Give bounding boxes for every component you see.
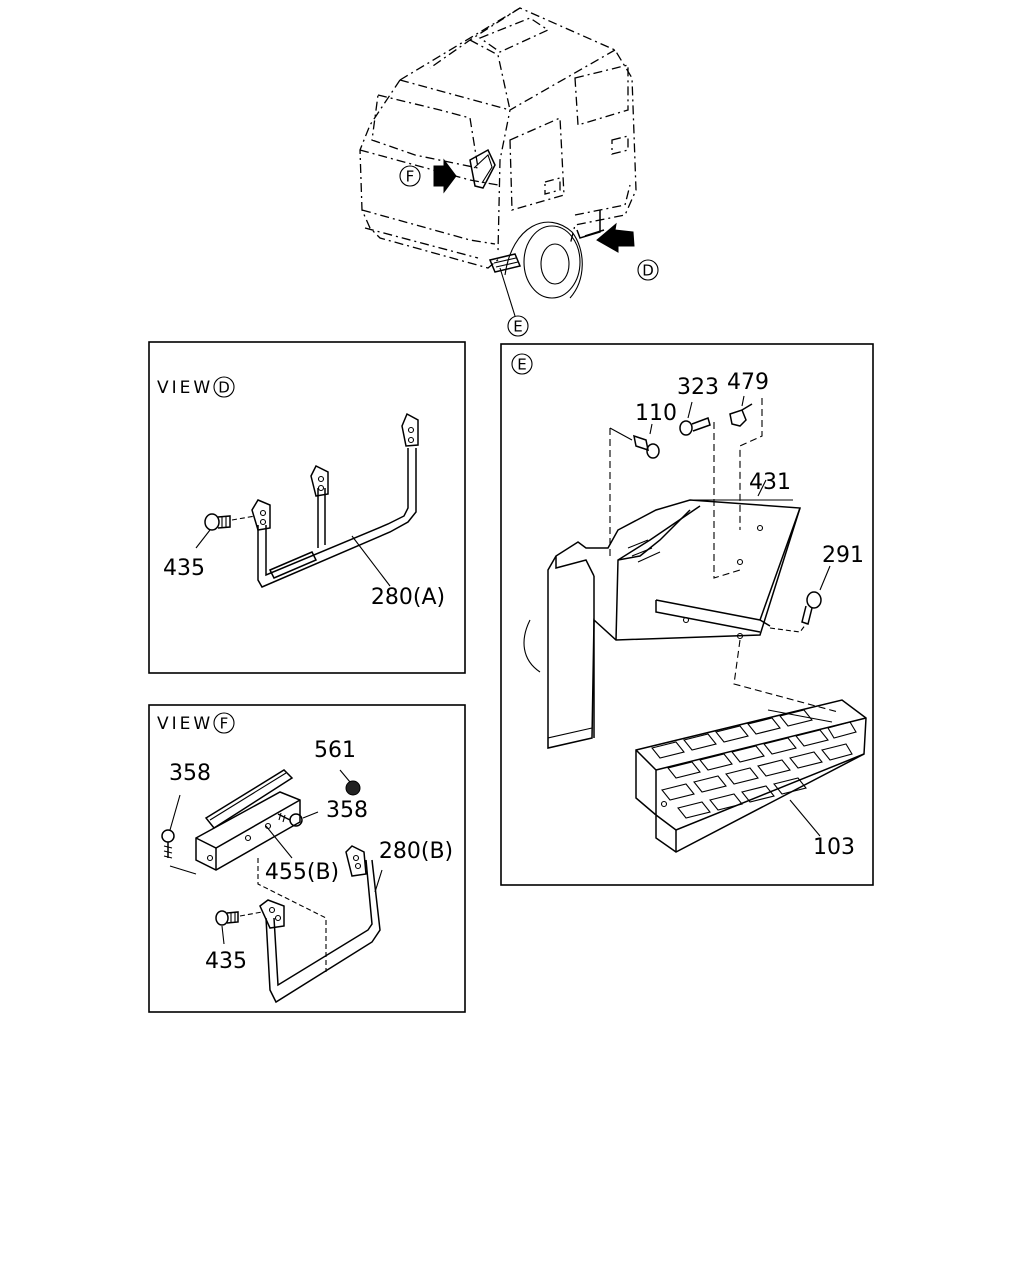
- part-103-step: [635, 699, 867, 853]
- label-358-right: 358: [326, 798, 368, 823]
- label-291: 291: [822, 543, 864, 568]
- label-479: 479: [727, 370, 769, 395]
- label-280b: 280(B): [379, 839, 453, 864]
- part-435-bolt-f: [215, 910, 263, 945]
- part-323-bolt: [679, 401, 711, 436]
- callout-e: E: [513, 318, 522, 336]
- label-110: 110: [635, 401, 677, 426]
- label-358-left: 358: [169, 761, 211, 786]
- view-e-mark: E: [517, 356, 526, 374]
- label-431: 431: [749, 470, 791, 495]
- view-d-title: VIEW: [157, 378, 213, 398]
- view-d-panel: VIEW D 435 280(A): [148, 341, 466, 674]
- part-358-screw-left: [161, 794, 197, 875]
- label-455b: 455(B): [265, 860, 339, 885]
- view-f-title: VIEW: [157, 714, 213, 734]
- part-110-bolt: [633, 423, 660, 459]
- part-479-clip: [729, 395, 753, 427]
- part-431-fender: [523, 499, 802, 749]
- view-d-mark: D: [218, 379, 230, 397]
- part-561-plug: [339, 769, 361, 796]
- label-103: 103: [813, 835, 855, 860]
- label-435-f: 435: [205, 949, 247, 974]
- truck-overview: F D E: [359, 7, 659, 337]
- callout-d: D: [642, 262, 654, 280]
- part-455b-bracket: [195, 769, 301, 871]
- view-e-panel: E: [500, 343, 874, 886]
- label-561: 561: [314, 738, 356, 763]
- view-f-panel: VIEW F: [148, 704, 466, 1013]
- part-280b-handle: [257, 845, 383, 1004]
- label-323: 323: [677, 375, 719, 400]
- part-435-bolt-d: [204, 513, 256, 531]
- part-358-screw-right: [277, 811, 319, 827]
- view-f-mark: F: [220, 715, 229, 733]
- part-291-bolt: [801, 565, 831, 625]
- callout-f: F: [406, 168, 415, 186]
- label-435-d: 435: [163, 556, 205, 581]
- label-280a: 280(A): [371, 585, 445, 610]
- part-280a-ladder: [251, 412, 419, 588]
